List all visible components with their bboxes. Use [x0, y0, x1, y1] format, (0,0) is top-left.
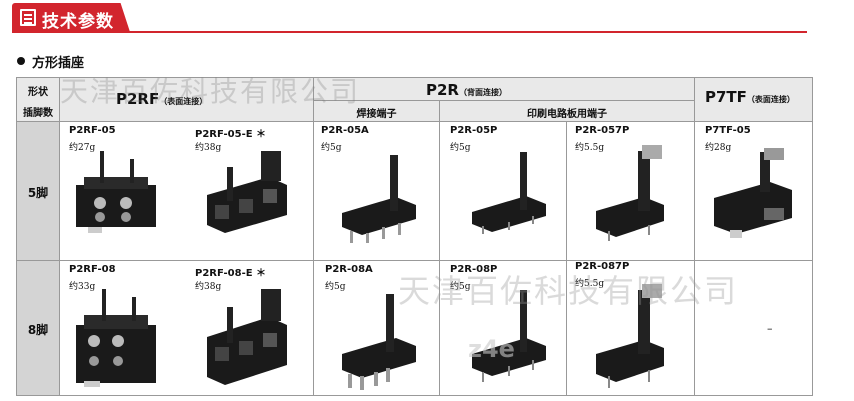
group-note-p2r: （背面连接）: [458, 88, 507, 97]
weight-label: 约38g: [195, 143, 222, 153]
socket-p2rf-05-e-image: [207, 151, 287, 233]
table-cell: P2RF-05 约27g: [59, 121, 186, 260]
weight-label: 约5g: [450, 282, 471, 292]
weight-label: 约5.5g: [575, 279, 605, 289]
model-label: P2RF-08: [69, 264, 116, 275]
model-label: P2R-087P: [575, 261, 630, 272]
table-cell: P2R-057P 约5.5g: [566, 121, 694, 260]
socket-p2rf-05-image: [76, 151, 156, 233]
corner-top-label: 形状: [28, 87, 48, 98]
group-name-p7tf: P7TF: [705, 88, 747, 106]
group-note-p2rf: （表面连接）: [159, 97, 208, 106]
weight-label: 约33g: [69, 282, 96, 292]
table-cell: P2RF-05-E ＊ 约38g: [186, 121, 313, 260]
watermark: 天津百佐科技有限公司: [60, 75, 361, 108]
table-cell: P2R-08P 约5g: [439, 260, 566, 396]
table-cell: P7TF-05 约28g: [694, 121, 813, 260]
subgroup-pcb: 印刷电路板用端子: [439, 100, 694, 121]
subgroup-solder-label: 焊接端子: [356, 109, 397, 120]
model-label: P2RF-08-E ＊: [195, 268, 267, 279]
weight-label: 约27g: [69, 143, 96, 153]
table-cell: P2R-08A 约5g: [313, 260, 439, 396]
subgroup-solder: 焊接端子: [313, 100, 439, 121]
table-cell: P2R-05A 约5g: [313, 121, 439, 260]
table-cell-empty: –: [694, 260, 813, 396]
socket-p2rf-08-e-image: [207, 289, 287, 385]
table-cell: P2R-05P 约5g: [439, 121, 566, 260]
pins-label: 5脚: [27, 186, 49, 200]
corner-bottom-label: 插脚数: [23, 108, 53, 119]
corner-cell: 形状 插脚数: [16, 77, 59, 121]
group-header-p2r: P2R（背面连接）: [313, 77, 694, 100]
socket-p7tf-05-image: [714, 148, 792, 238]
group-note-p7tf: （表面连接）: [746, 95, 795, 104]
socket-p2r-05p-image: [472, 152, 546, 234]
model-label: P2R-05P: [450, 125, 498, 136]
empty-dash: –: [767, 322, 773, 335]
model-label: P2R-08P: [450, 264, 498, 275]
group-header-p2rf: P2RF（表面连接）: [59, 77, 313, 121]
banner-title: 技术参数: [42, 12, 114, 32]
table-cell: P2R-087P 约5.5g: [566, 260, 694, 396]
model-label: P2R-08A: [325, 264, 373, 275]
socket-p2r-087p-image: [596, 284, 664, 388]
socket-p2r-05a-image: [342, 155, 416, 243]
weight-label: 约5.5g: [575, 143, 605, 153]
model-label: P7TF-05: [705, 125, 751, 136]
watermark: z4e: [468, 335, 515, 363]
document-list-icon: [20, 9, 36, 26]
model-label: P2R-05A: [321, 125, 369, 136]
section-banner: 技术参数: [12, 3, 130, 32]
group-name-p2rf: P2RF: [116, 90, 160, 108]
subgroup-pcb-label: 印刷电路板用端子: [527, 109, 607, 120]
row-header-5pin: 5脚: [16, 121, 59, 260]
section-subtitle: 方形插座: [32, 56, 85, 71]
watermark: 天津百佐科技有限公司: [398, 272, 739, 310]
weight-label: 约5g: [450, 143, 471, 153]
socket-p2r-08a-image: [342, 294, 416, 390]
socket-p2r-057p-image: [596, 145, 664, 241]
pins-label: 8脚: [27, 323, 49, 337]
group-header-p7tf: P7TF（表面连接）: [694, 77, 813, 121]
row-header-8pin: 8脚: [16, 260, 59, 396]
model-label: P2R-057P: [575, 125, 630, 136]
banner-underline: [12, 31, 807, 33]
spec-table: 形状 插脚数 P2RF（表面连接） P2R（背面连接） 焊接端子 印刷电路板用端…: [16, 77, 813, 396]
weight-label: 约28g: [705, 143, 732, 153]
weight-label: 约5g: [321, 143, 342, 153]
model-label: P2RF-05-E ＊: [195, 129, 267, 140]
socket-p2rf-08-image: [76, 289, 156, 387]
bullet-icon: [17, 57, 25, 65]
table-cell: P2RF-08-E ＊ 约38g: [186, 260, 313, 396]
weight-label: 约38g: [195, 282, 222, 292]
table-cell: P2RF-08 约33g: [59, 260, 186, 396]
socket-p2r-08p-image: [472, 290, 546, 382]
weight-label: 约5g: [325, 282, 346, 292]
model-label: P2RF-05: [69, 125, 116, 136]
group-name-p2r: P2R: [426, 81, 459, 99]
